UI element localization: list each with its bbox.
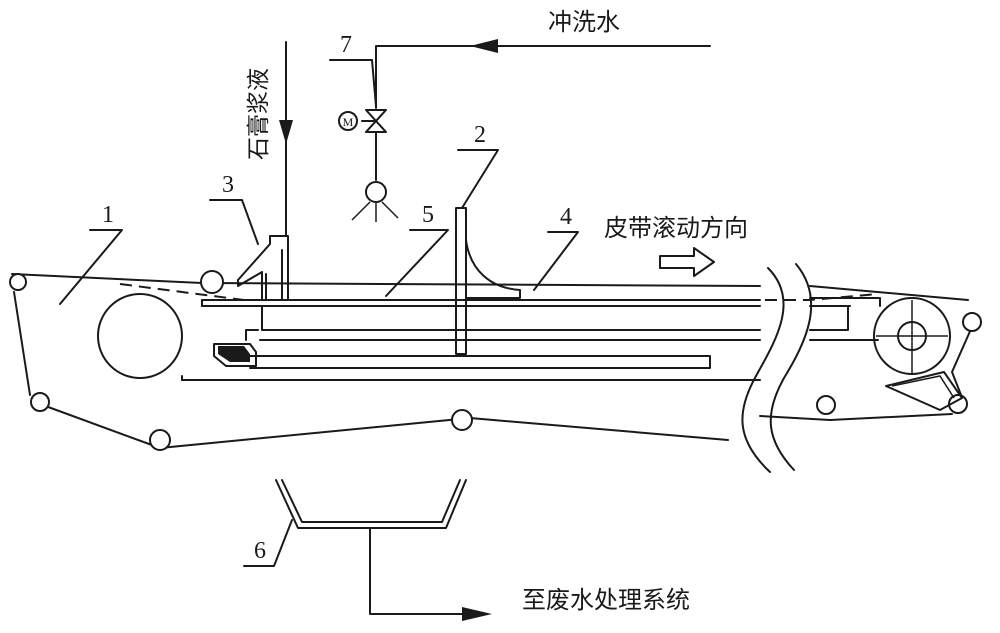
slurry-arrow-icon (279, 120, 293, 144)
roller-left-top (9, 273, 27, 291)
roller-bottom-left (149, 429, 171, 451)
valve-icon (365, 109, 387, 133)
roller-feed (200, 270, 224, 294)
part-number-1: 1 (102, 202, 114, 228)
slurry-inlet (279, 41, 293, 237)
part-number-5: 5 (422, 202, 434, 228)
spray-nozzle-icon (365, 181, 387, 203)
leader-lines (59, 59, 579, 567)
part-number-3: 3 (222, 172, 234, 198)
roller-bottom-right (816, 395, 836, 415)
flush-water-label: 冲洗水 (548, 9, 620, 36)
slurry-distributor (237, 235, 289, 301)
filter-frame (97, 293, 963, 411)
motor-icon (338, 111, 358, 131)
part-numbers: 1 2 3 4 5 6 7 (102, 32, 572, 564)
gypsum-slurry-label: 石膏浆液 (245, 68, 271, 160)
flush-water-system (338, 39, 711, 222)
roller-left-bottom (30, 392, 50, 412)
part-number-2: 2 (474, 122, 486, 148)
wastewater-arrow-icon (462, 607, 492, 621)
belt-direction-label: 皮带滚动方向 (604, 215, 748, 242)
break-symbol (741, 263, 813, 473)
filtrate-tray (275, 479, 492, 621)
wastewater-label: 至废水处理系统 (522, 587, 690, 614)
belt-direction-arrow-icon (659, 247, 715, 277)
part-number-7: 7 (340, 32, 352, 58)
washing-plate (455, 207, 521, 355)
motor-label: M (343, 115, 354, 129)
roller-bottom-mid (451, 409, 473, 431)
flush-water-arrow-icon (470, 39, 498, 53)
part-number-6: 6 (254, 538, 266, 564)
filter-cake-line (119, 283, 879, 301)
part-number-4: 4 (560, 204, 572, 230)
drive-drum (97, 293, 183, 379)
belt-rollers (9, 270, 982, 451)
roller-right-top (962, 312, 982, 332)
